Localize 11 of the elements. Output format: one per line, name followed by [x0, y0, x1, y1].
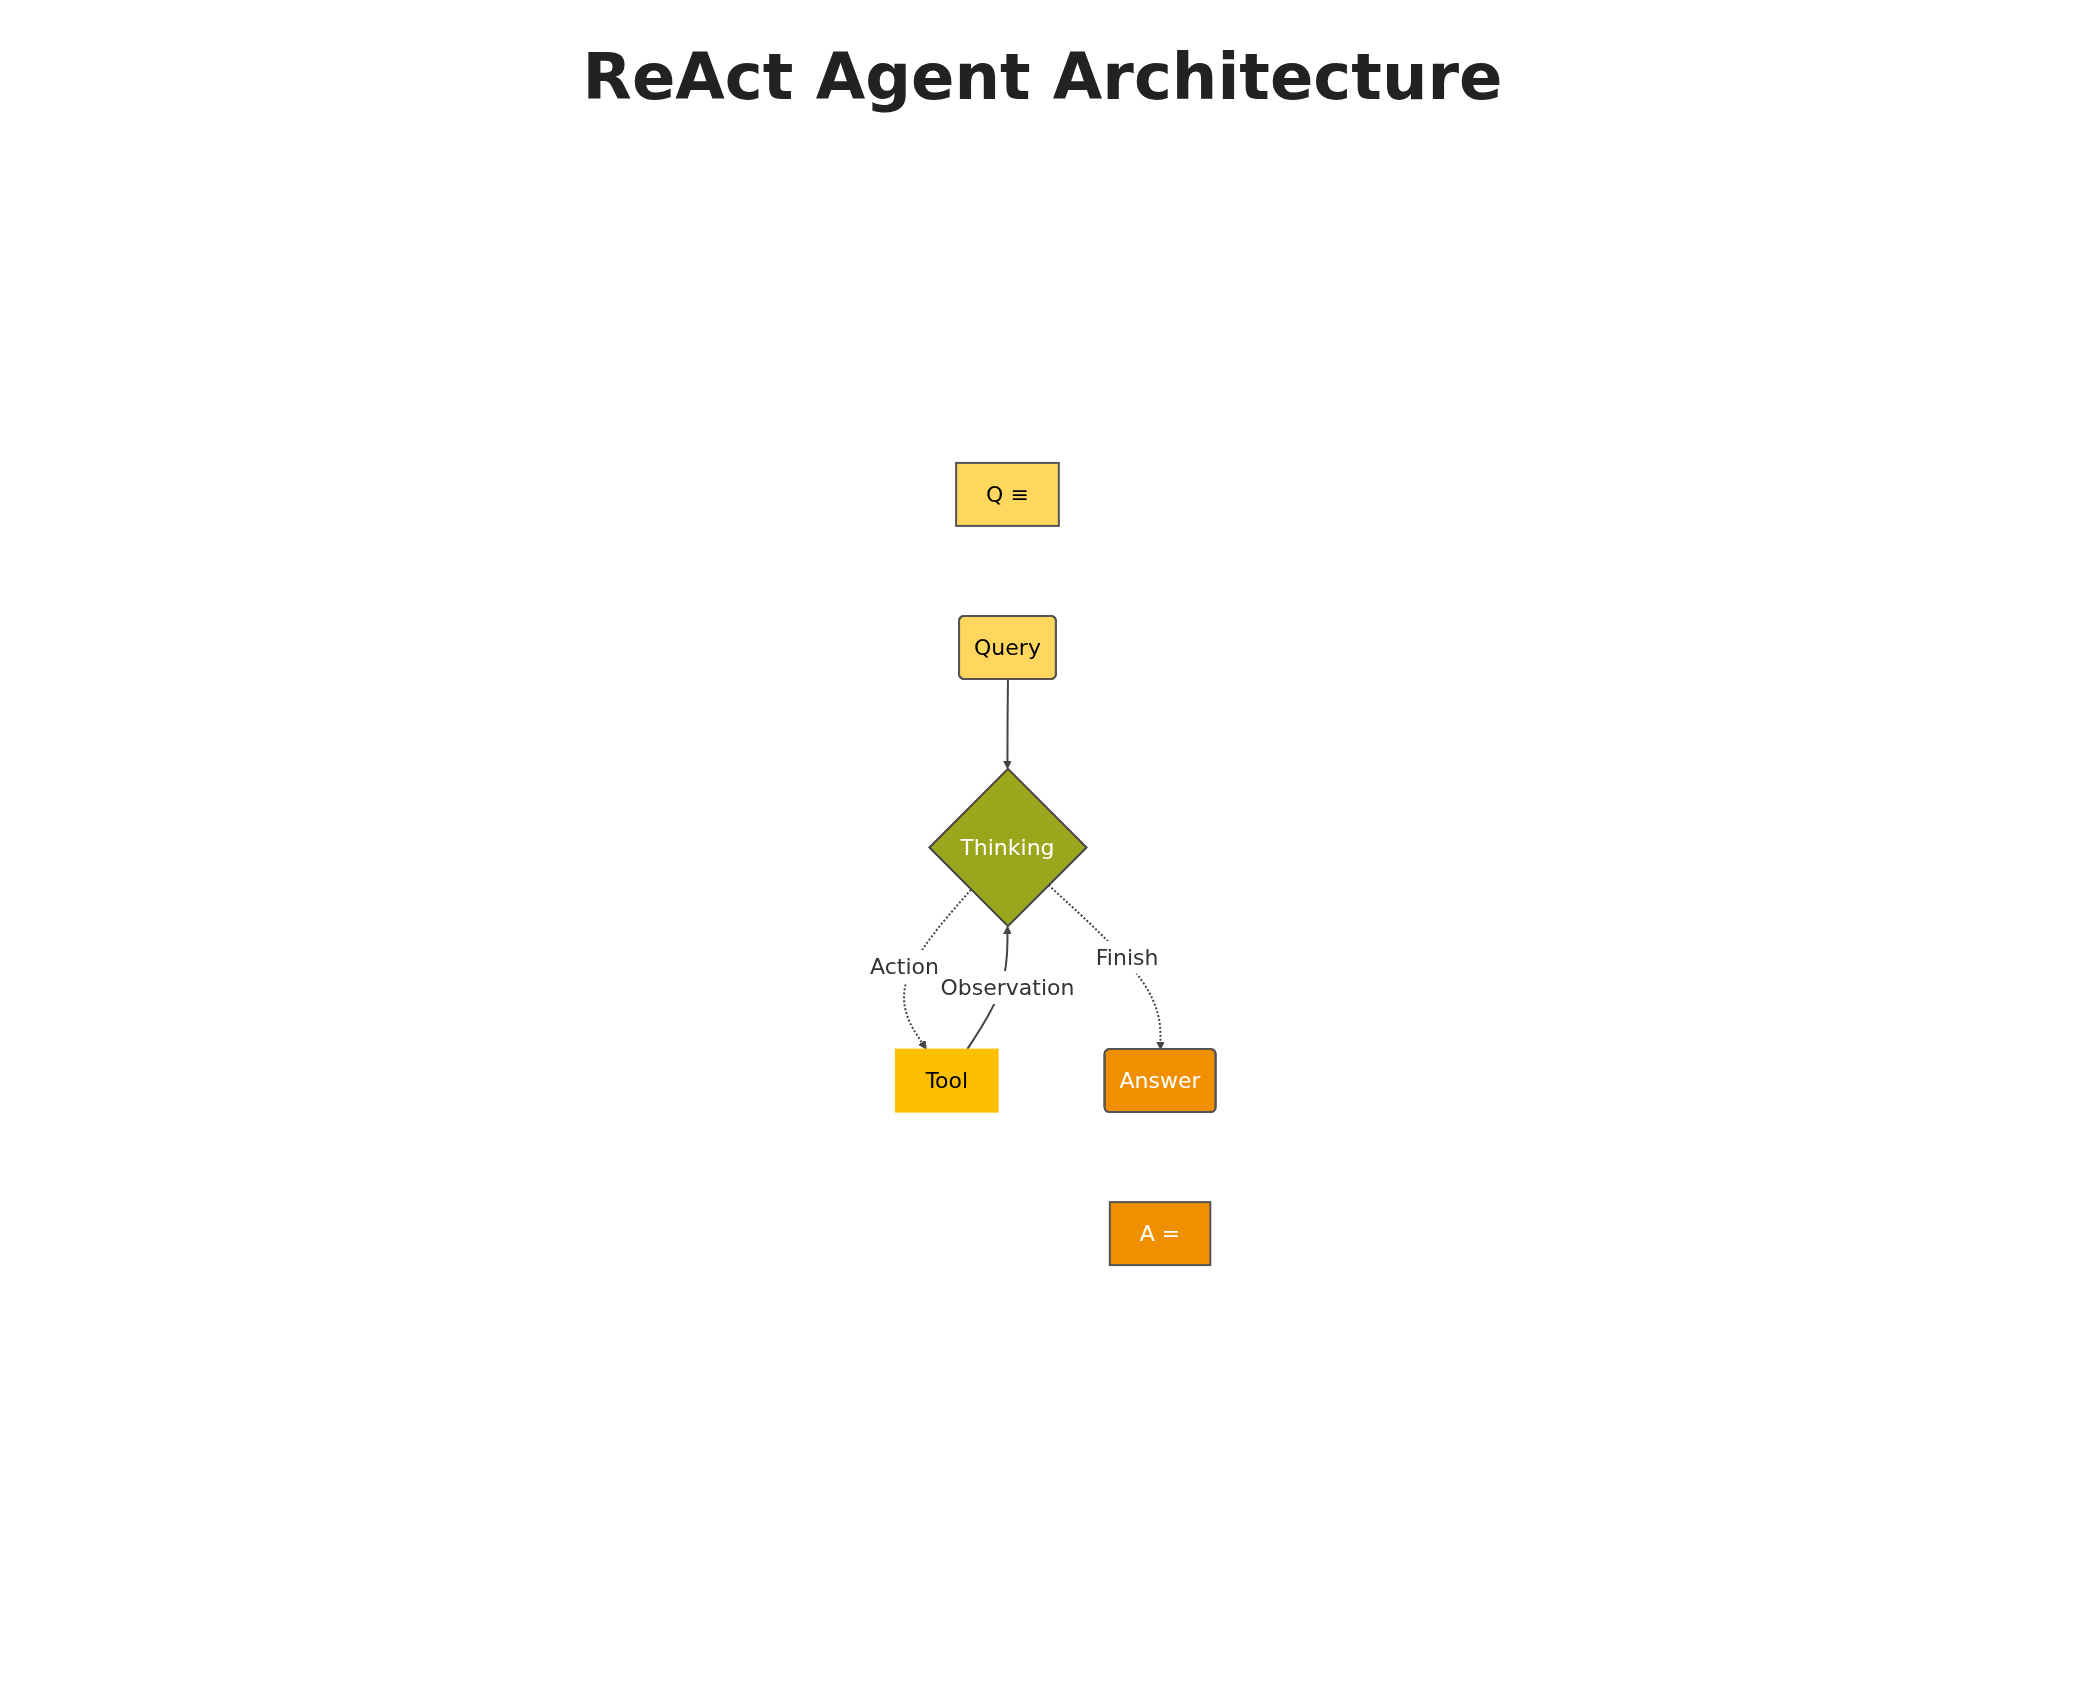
- arrow: [1047, 884, 1165, 1050]
- edge-label: Action: [869, 953, 939, 979]
- node-box: A =: [1108, 1201, 1211, 1267]
- node-box: Q ≡: [954, 461, 1060, 527]
- diagram-title: ReAct Agent Architecture: [581, 40, 1504, 114]
- edge-label: Finish: [1095, 944, 1159, 970]
- node-diamond: Thinking: [927, 767, 1088, 928]
- arrow: [902, 888, 972, 1050]
- edge-label: Observation: [940, 975, 1075, 1001]
- arrow: [1002, 678, 1012, 770]
- node-box: Tool: [894, 1048, 999, 1113]
